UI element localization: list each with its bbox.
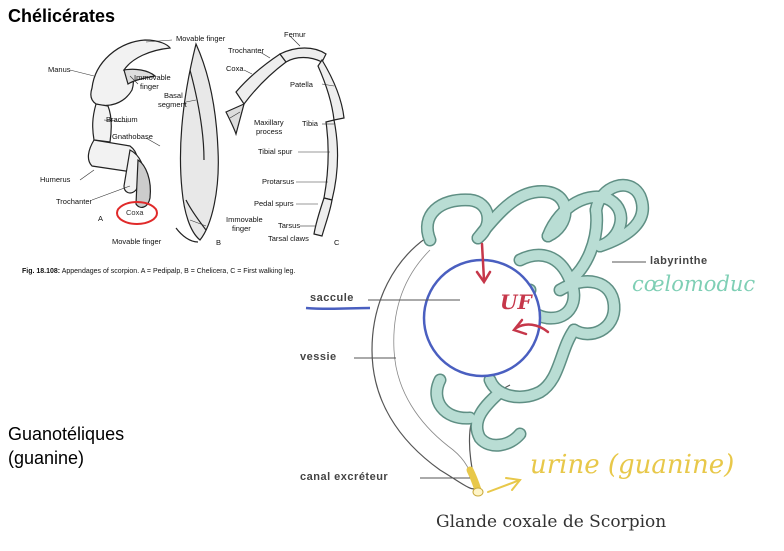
label-coelomoducte: cœlomoduc <box>632 272 756 296</box>
label-movable-finger-bottom: Movable finger <box>112 237 162 246</box>
label-letter-b: B <box>216 238 222 247</box>
label-immovable-finger-b-1: Immovable <box>226 215 263 224</box>
scorpion-leader-lines <box>69 35 335 227</box>
label-canal-excreteur: canal excréteur <box>300 471 389 483</box>
label-maxillary-process-1: Maxillary <box>254 118 284 127</box>
label-saccule: saccule <box>310 292 354 304</box>
tubule-loops <box>420 178 650 452</box>
label-femur: Femur <box>284 30 306 39</box>
vessie-inner <box>393 249 473 481</box>
coxa-highlight-circle <box>116 201 158 225</box>
label-basal-segment-2: segment <box>158 100 187 109</box>
label-trochanter-c: Trochanter <box>228 46 264 55</box>
label-letter-c: C <box>334 238 340 247</box>
vessie-outline <box>371 237 511 490</box>
label-manus: Manus <box>48 65 71 74</box>
side-text-line-2: (guanine) <box>8 448 85 468</box>
label-coxa-a: Coxa <box>126 208 144 217</box>
label-tibia: Tibia <box>302 119 318 128</box>
label-pedal-spurs: Pedal spurs <box>254 199 294 208</box>
gland-caption: Glande coxale de Scorpion <box>436 512 667 532</box>
label-patella: Patella <box>290 80 313 89</box>
figure-caption-number: Fig. 18.108: <box>22 268 61 275</box>
label-tibial-spur: Tibial spur <box>258 147 293 156</box>
label-basal-segment-1: Basal <box>164 91 183 100</box>
label-urine-guanine: urine (guanine) <box>530 450 735 480</box>
label-vessie: vessie <box>300 351 337 363</box>
figure-caption: Fig. 18.108: Appendages of scorpion. A =… <box>22 268 295 275</box>
label-coxa-c: Coxa <box>226 64 244 73</box>
canal-excreteur <box>466 466 482 494</box>
canal-opening <box>472 487 484 497</box>
label-labyrinthe: labyrinthe <box>650 255 708 267</box>
label-tarsal-claws: Tarsal claws <box>268 234 309 243</box>
label-trochanter-a: Trochanter <box>56 197 92 206</box>
chelicera-drawing <box>175 42 219 243</box>
slide-title: Chélicérates <box>8 6 116 26</box>
ultrafiltration-arrows <box>475 242 550 336</box>
urine-arrow <box>487 477 522 493</box>
pedipalp-drawing <box>87 39 172 208</box>
label-gnathobase: Gnathobase <box>112 132 153 141</box>
label-immovable-finger-a-1: Immovable <box>134 73 171 82</box>
figure-caption-text: Appendages of scorpion. A = Pedipalp, B … <box>61 268 296 275</box>
label-brachium: Brachium <box>106 115 138 124</box>
label-letter-a: A <box>98 214 104 223</box>
saccule-underline <box>305 306 371 311</box>
label-immovable-finger-b-2: finger <box>232 224 251 233</box>
gland-leader-lines <box>354 261 646 479</box>
side-text-line-1: Guanotéliques <box>8 424 125 444</box>
label-uf: UF <box>500 290 532 314</box>
label-immovable-finger-a-2: finger <box>140 82 159 91</box>
side-text: Guanotéliques (guanine) <box>8 422 124 470</box>
label-maxillary-process-2: process <box>256 127 283 136</box>
walking-leg-drawing <box>225 47 345 237</box>
label-protarsus: Protarsus <box>262 177 295 186</box>
label-movable-finger-top: Movable finger <box>176 34 226 43</box>
label-humerus: Humerus <box>40 175 71 184</box>
label-tarsus: Tarsus <box>278 221 301 230</box>
